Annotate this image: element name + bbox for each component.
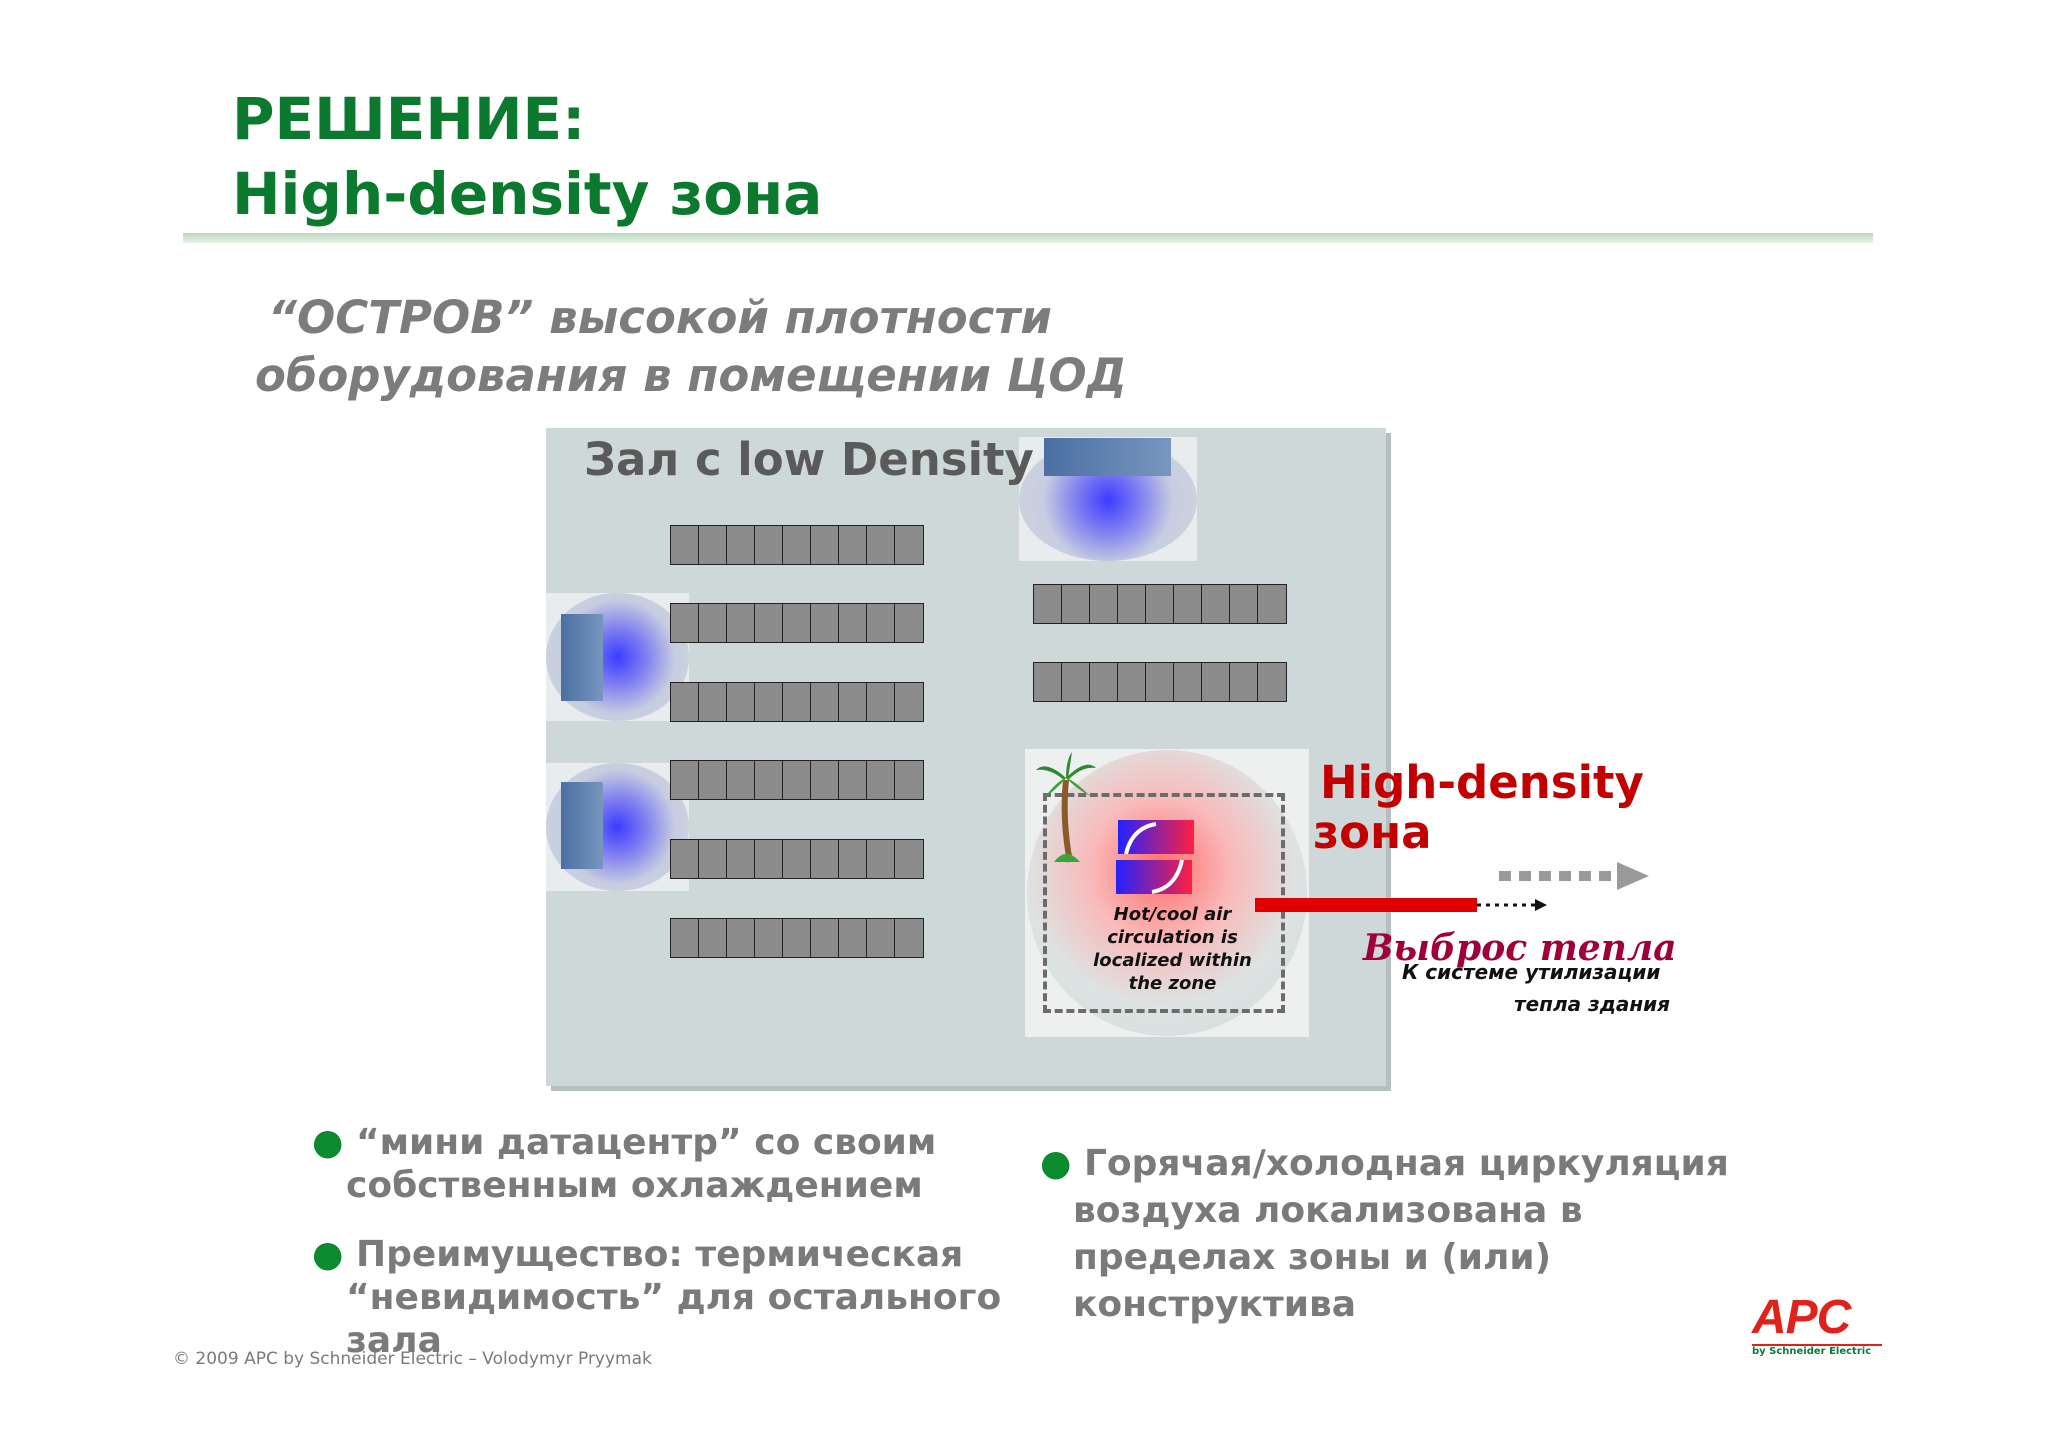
hot-cool-cooler-icon (1116, 820, 1194, 894)
rack-row (670, 918, 924, 958)
bullet-left-2: ● Преимущество: термическая “невидимость… (312, 1234, 1002, 1361)
bullet-left-1: ● “мини датацентр” со своим собственным … (312, 1122, 937, 1206)
crac-unit-left-2 (561, 782, 603, 869)
bullet-dot-icon: ● (1040, 1143, 1072, 1184)
subtitle-line2: оборудования в помещении ЦОД (255, 349, 1127, 402)
palm-tree-icon (1036, 752, 1096, 863)
bullet-dot-icon: ● (312, 1234, 344, 1275)
apc-logo: APC by Schneider Electric (1752, 1294, 1882, 1364)
apc-logo-text: APC (1752, 1291, 1851, 1344)
subtitle-line1: “ОСТРОВ” высокой плотности (268, 291, 1052, 344)
rack-row (670, 760, 924, 800)
heat-destination-line1: К системе утилизации (1402, 960, 1661, 984)
zone-title-line1: High-density (1320, 756, 1644, 809)
rack-row (670, 682, 924, 722)
rack-row (670, 525, 924, 565)
rack-row (670, 603, 924, 643)
bullet-dot-icon: ● (312, 1122, 344, 1163)
bullet-right-1: ● Горячая/холодная циркуляция воздуха ло… (1040, 1143, 1729, 1325)
slide-title-line2: High-density зона (232, 160, 823, 228)
hall-label: Зал с low Density (584, 433, 1034, 486)
heat-out-label: Выброс тепла (1363, 927, 1677, 969)
crac-unit-left-1 (561, 614, 603, 701)
heat-destination-line2: тепла здания (1514, 992, 1671, 1016)
heat-arrow-icon (1255, 862, 1649, 912)
rack-row (670, 839, 924, 879)
slide-title-line1: РЕШЕНИЕ: (232, 85, 586, 153)
apc-logo-subtext: by Schneider Electric (1752, 1344, 1882, 1357)
zone-note: Hot/cool air circulation is localized wi… (1093, 904, 1252, 994)
copyright-footer: © 2009 APC by Schneider Electric – Volod… (173, 1349, 652, 1369)
rack-row (1033, 662, 1287, 702)
title-divider (183, 233, 1873, 243)
zone-title-line2: зона (1313, 806, 1432, 859)
rack-row (1033, 584, 1287, 624)
crac-unit-top (1044, 438, 1171, 476)
